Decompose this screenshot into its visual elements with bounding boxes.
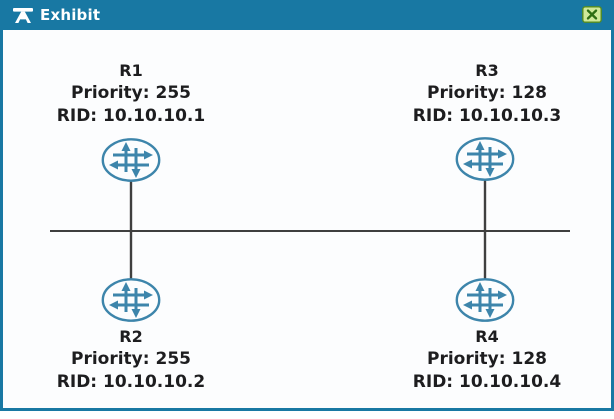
router-rid: RID: 10.10.10.4 (412, 372, 562, 392)
juniper-router-icon-r3 (455, 137, 515, 181)
router-priority: Priority: 255 (71, 83, 191, 103)
titlebar: Exhibit (0, 0, 614, 30)
router-label-r4: R4 Priority: 128 RID: 10.10.10.4 (357, 325, 614, 394)
router-rid: RID: 10.10.10.3 (412, 106, 562, 126)
router-name: R3 (475, 61, 499, 80)
window-title: Exhibit (40, 6, 101, 24)
easel-exhibit-icon (13, 8, 33, 23)
router-name: R4 (475, 327, 499, 346)
close-icon[interactable] (582, 6, 602, 23)
router-priority: Priority: 255 (71, 349, 191, 369)
router-label-r1: R1 Priority: 255 RID: 10.10.10.1 (1, 59, 261, 128)
router-priority: Priority: 128 (427, 83, 547, 103)
router-name: R2 (119, 327, 143, 346)
juniper-router-icon-r4 (455, 278, 515, 322)
router-label-r2: R2 Priority: 255 RID: 10.10.10.2 (1, 325, 261, 394)
router-rid: RID: 10.10.10.1 (56, 106, 206, 126)
juniper-router-icon-r2 (101, 278, 161, 322)
router-label-r3: R3 Priority: 128 RID: 10.10.10.3 (357, 59, 614, 128)
juniper-router-icon-r1 (101, 138, 161, 182)
router-rid: RID: 10.10.10.2 (56, 372, 206, 392)
router-name: R1 (119, 61, 143, 80)
router-priority: Priority: 128 (427, 349, 547, 369)
